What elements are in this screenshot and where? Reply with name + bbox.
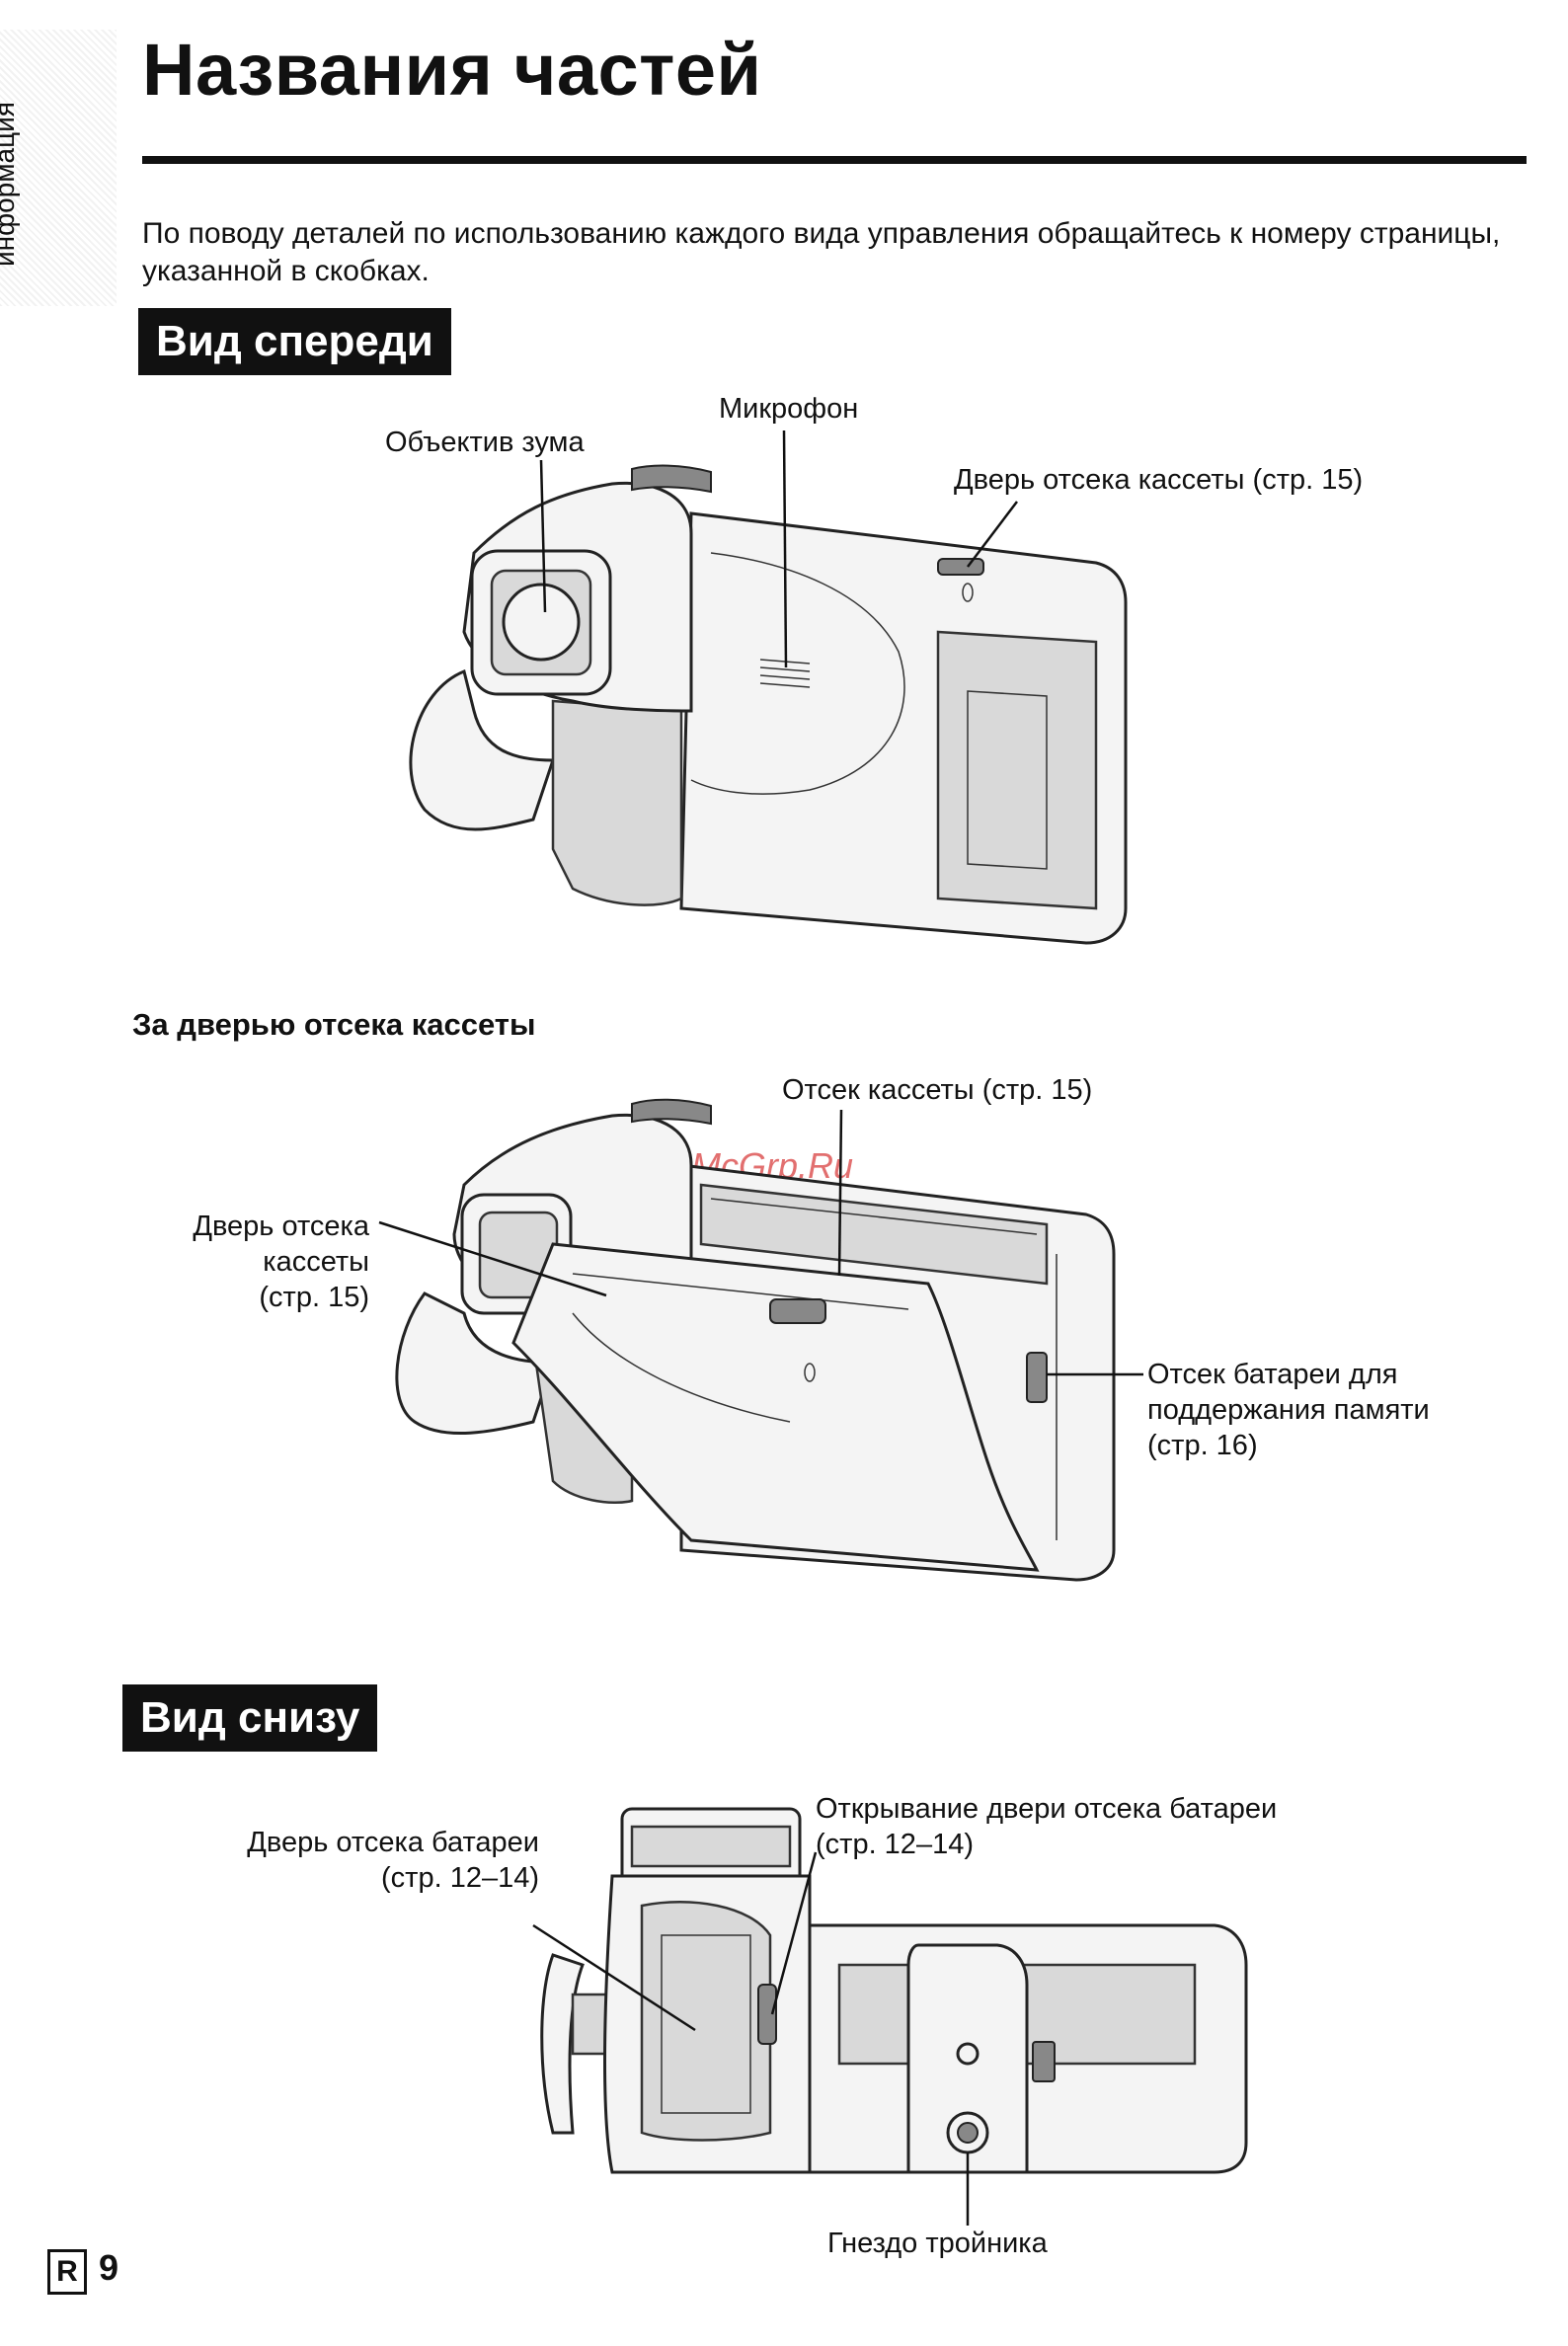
side-tab: Важная информация	[0, 30, 117, 306]
label-cassette-door-line2: кассеты	[263, 1246, 369, 1278]
label-cassette-door: Дверь отсека кассеты (стр. 15)	[954, 464, 1364, 496]
label-battery-door-open-line2: (стр. 12–14)	[816, 1829, 974, 1860]
front-camera-drawing	[409, 430, 1128, 945]
microphone-grill	[759, 659, 811, 688]
label-zoom-lens: Объектив зума	[385, 427, 585, 458]
label-memory-battery-line2: поддержания памяти	[1147, 1394, 1430, 1426]
bottom-camera-drawing	[532, 1807, 1248, 2226]
label-battery-door-open-line1: Открывание двери отсека батареи	[816, 1793, 1278, 1825]
label-memory-battery-line1: Отсек батареи для	[1147, 1359, 1398, 1390]
section-heading-bottom: Вид снизу	[122, 1684, 378, 1752]
label-battery-door-line1: Дверь отсека батареи	[247, 1827, 539, 1858]
section-heading-front: Вид спереди	[138, 308, 451, 375]
subheading-behind-door: За дверью отсека кассеты	[132, 1007, 536, 1042]
label-cassette-door-line1: Дверь отсека	[193, 1211, 369, 1242]
label-memory-battery-line3: (стр. 16)	[1147, 1430, 1258, 1461]
intro-text: По поводу деталей по использованию каждо…	[142, 217, 1501, 287]
label-cassette-compartment: Отсек кассеты (стр. 15)	[782, 1074, 1093, 1106]
page-title: Названия частей	[142, 29, 762, 111]
open-door-camera-drawing	[378, 1098, 1143, 1582]
label-tripod-socket: Гнездо тройника	[827, 2228, 1048, 2259]
page-number: 9	[99, 2247, 119, 2288]
label-battery-door-line2: (стр. 12–14)	[381, 1862, 539, 1894]
label-microphone: Микрофон	[719, 393, 859, 425]
zoom-lens-drawing	[470, 549, 612, 696]
label-cassette-door-line3: (стр. 15)	[259, 1282, 369, 1313]
title-rule	[142, 156, 1527, 164]
language-mark: R	[47, 2249, 87, 2295]
